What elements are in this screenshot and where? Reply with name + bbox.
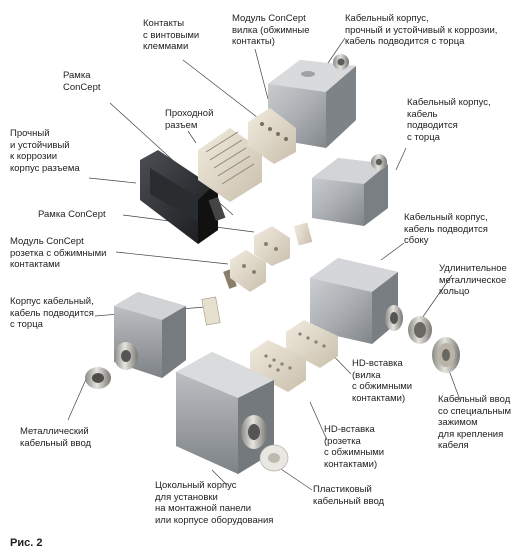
label-line: для установки [155, 491, 218, 503]
label-line: (розетка [324, 435, 361, 447]
feedthrough-connector [198, 128, 262, 202]
label-line: кабель [407, 108, 438, 120]
label-line: ConCept [63, 81, 101, 93]
label-robust-housing: Прочный и устойчивый к коррозии корпус р… [10, 128, 80, 174]
label-line: с обжимными [324, 447, 385, 458]
label-line: подводится [407, 120, 458, 131]
label-line: Пластиковый [313, 484, 372, 495]
label-line: Кабельный ввод [438, 394, 511, 405]
black-housing [140, 150, 218, 244]
figure-caption: Рис. 2 [10, 537, 43, 549]
label-line: с винтовыми [143, 29, 200, 41]
label-line: Цокольный корпус [155, 480, 237, 491]
label-metal-gland: Металлический кабельный ввод [20, 426, 91, 449]
label-plastic-gland: Пластиковый кабельный ввод [313, 484, 384, 507]
frame-concept [208, 196, 237, 289]
label-line: или корпусе оборудования [155, 514, 274, 526]
label-line: кабельный ввод [313, 495, 385, 507]
clamp-gland [432, 337, 460, 373]
label-line: Удлинительное [439, 263, 507, 274]
label-feedthrough: Проходной разъем [165, 108, 213, 131]
label-line: Контакты [143, 18, 185, 29]
label-line: корпус разъема [10, 162, 80, 174]
concept-module-plug [293, 222, 313, 246]
label-line: зажимом [438, 417, 478, 428]
label-base-housing: Цокольный корпус для установки на монтаж… [155, 480, 273, 526]
label-line: клеммами [143, 41, 189, 52]
label-line: Кабельный корпус, [404, 212, 488, 223]
label-line: Металлический [20, 426, 89, 437]
label-line: контакты) [232, 36, 275, 47]
label-line: Корпус кабельный, [10, 296, 94, 307]
label-line: кабельный ввод [20, 437, 92, 449]
label-line: кольцо [439, 286, 470, 297]
label-line: вилка (обжимные [232, 24, 310, 36]
label-line: с торца [10, 319, 43, 330]
label-line: контактами [10, 259, 60, 270]
label-line: сбоку [404, 235, 429, 246]
label-line: Модуль ConCept [232, 13, 306, 24]
label-screw-contacts: Контакты с винтовыми клеммами [143, 18, 199, 53]
screw-contacts [248, 108, 296, 164]
label-hd-socket: HD-вставка (розетка с обжимными контакта… [324, 424, 384, 470]
label-clamp-gland: Кабельный ввод со специальным зажимом дл… [438, 394, 511, 452]
label-line: HD-вставка [352, 358, 403, 369]
extension-ring [408, 316, 432, 344]
label-line: к коррозии [10, 151, 58, 162]
label-line: Рамка ConCept [38, 209, 106, 220]
label-cable-hood-side: Кабельный корпус, кабель подводится сбок… [404, 212, 488, 247]
label-line: кабеля [438, 440, 469, 451]
label-cable-hood-corrosion: Кабельный корпус, прочный и устойчивый к… [345, 13, 497, 48]
label-frame-concept-1: Рамка ConCept [63, 70, 101, 93]
label-line: разъем [165, 119, 198, 131]
label-line: Прочный [10, 128, 50, 139]
label-line: кабель подводится с торца [345, 36, 465, 47]
label-concept-module-socket: Модуль ConCept розетка с обжимными конта… [10, 236, 106, 271]
plastic-gland [259, 444, 289, 472]
metal-gland [85, 367, 111, 389]
label-line: контактами) [352, 392, 406, 404]
label-line: HD-вставка [324, 424, 375, 435]
hood-top-right [268, 54, 356, 148]
label-line: и устойчивый [10, 139, 70, 151]
label-line: с обжимными [352, 381, 413, 392]
label-line: Кабельный корпус, [345, 13, 429, 24]
label-frame-concept-2: Рамка ConCept [38, 209, 106, 221]
label-line: на монтажной панели [155, 503, 252, 514]
label-line: Модуль ConCept [10, 236, 84, 247]
label-line: прочный и устойчивый к коррозии, [345, 24, 498, 36]
housing-left [114, 292, 186, 378]
hood-second [312, 154, 388, 226]
label-line: контактами) [324, 458, 378, 470]
hood-side-entry [310, 258, 403, 344]
label-cable-hood-end: Кабельный корпус, кабель подводится с то… [407, 97, 491, 143]
label-line: кабель подводится [404, 223, 488, 235]
center-inserts [201, 226, 290, 326]
label-line: со специальным [438, 405, 512, 417]
label-concept-module-plug: Модуль ConCept вилка (обжимные контакты) [232, 13, 310, 48]
label-line: для крепления [438, 428, 504, 440]
label-line: Кабельный корпус, [407, 97, 491, 108]
label-hd-plug: HD-вставка (вилка с обжимными контактами… [352, 358, 412, 404]
label-line: розетка с обжимными [10, 247, 107, 259]
label-extension-ring: Удлинительное металлическое кольцо [439, 263, 507, 298]
label-line: Рамка [63, 70, 91, 81]
label-line: металлическое [439, 274, 507, 286]
label-line: с торца [407, 131, 440, 143]
label-line: (вилка [352, 369, 381, 381]
label-line: Проходной [165, 108, 214, 119]
label-cable-housing-end: Корпус кабельный, кабель подводится с то… [10, 296, 94, 331]
label-line: кабель подводится [10, 307, 94, 319]
